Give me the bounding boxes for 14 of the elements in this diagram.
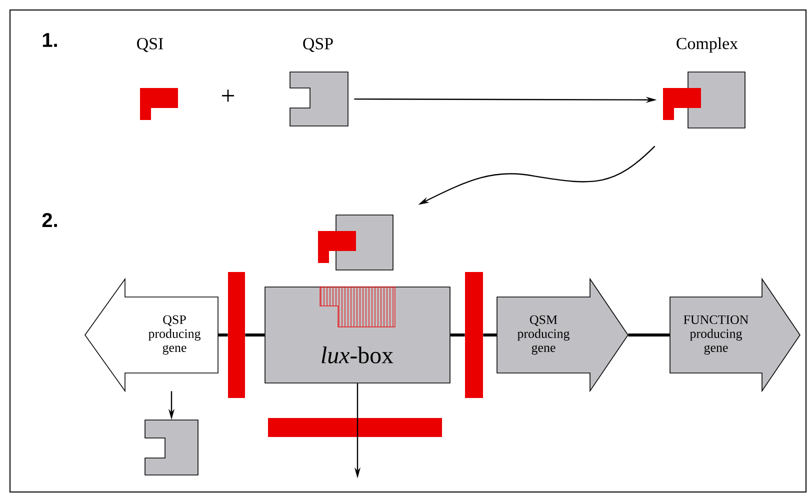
protein-drawing	[144, 420, 198, 476]
molecule-label: QSP	[303, 38, 333, 52]
repressor-bar	[465, 272, 483, 398]
molecule-label: Complex	[676, 37, 738, 53]
step-number: 1.	[42, 33, 57, 47]
gene-block: QSM producing gene	[496, 278, 628, 392]
complex-drawing	[318, 214, 394, 270]
plus-sign: +	[222, 90, 234, 102]
lux-box: lux-box	[264, 286, 450, 384]
step-number: 2.	[42, 213, 57, 227]
gene-block: FUNCTION producing gene	[670, 278, 800, 392]
repressor-bar	[228, 272, 245, 398]
molecule-label: QSI	[137, 38, 164, 52]
repressor-bar	[268, 418, 442, 437]
